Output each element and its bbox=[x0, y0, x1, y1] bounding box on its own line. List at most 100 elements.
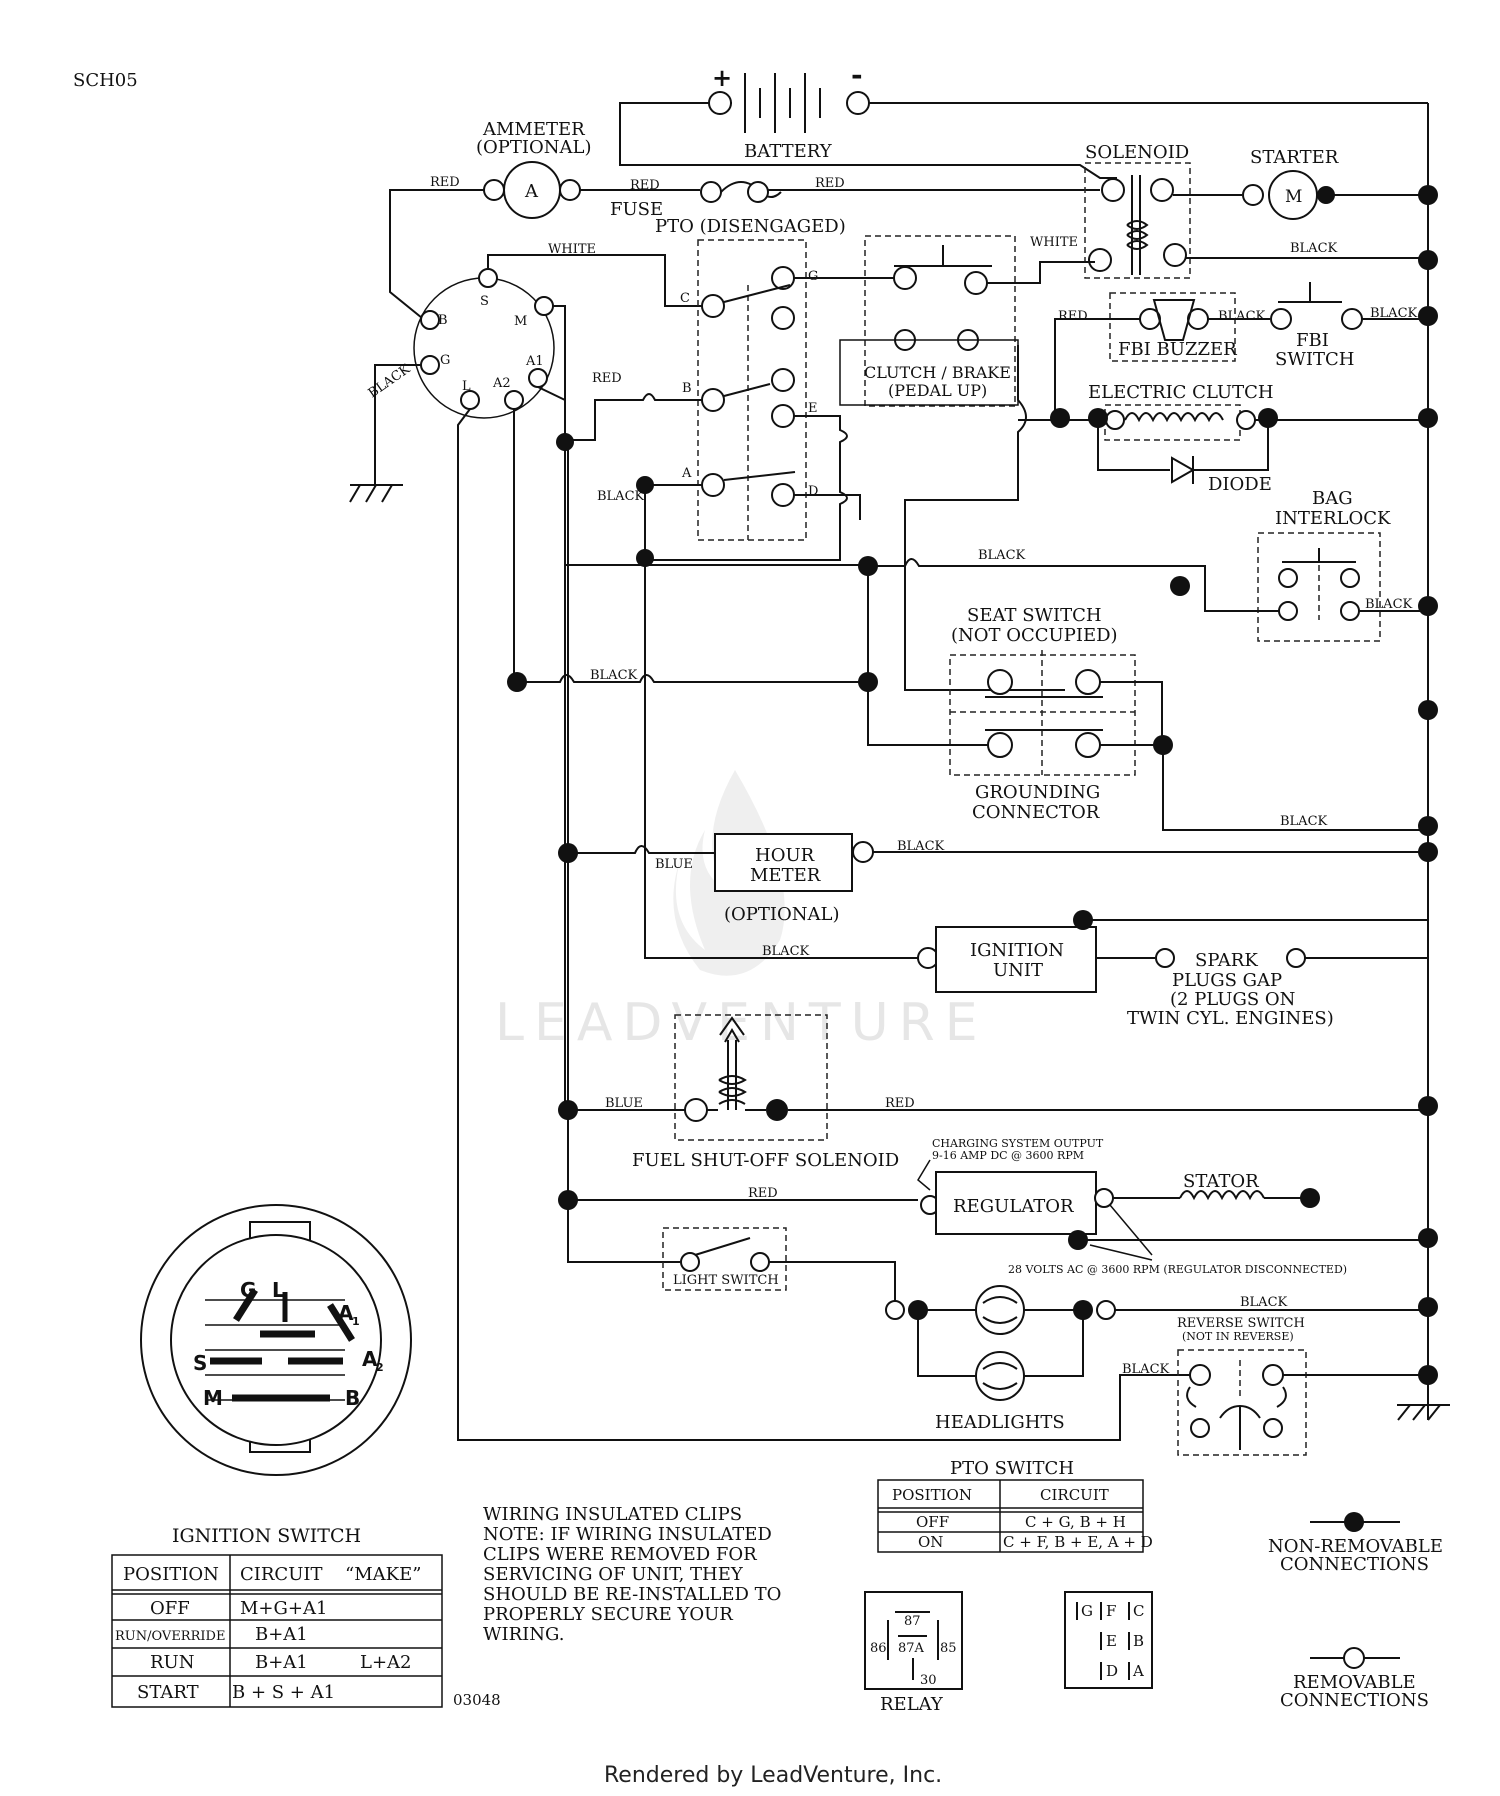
pto-table-title: PTO SWITCH bbox=[950, 1458, 1074, 1479]
legend-non-removable-2: CONNECTIONS bbox=[1280, 1554, 1429, 1575]
node-bag bbox=[1170, 576, 1190, 596]
ignition-unit-line1: IGNITION bbox=[970, 940, 1064, 961]
icon-s: S bbox=[193, 1351, 207, 1375]
ign-r3-circ: B + S + A1 bbox=[232, 1682, 335, 1703]
wire-black-sol: BLACK bbox=[1290, 241, 1338, 256]
ign-r2-pos: RUN bbox=[150, 1652, 194, 1673]
ignition-table-title: IGNITION SWITCH bbox=[172, 1525, 361, 1547]
note-line-0: WIRING INSULATED CLIPS bbox=[483, 1504, 742, 1525]
ign-r2-circ: B+A1 bbox=[255, 1652, 308, 1673]
node-seat-mid bbox=[858, 672, 878, 692]
ign-term-s: S bbox=[480, 294, 489, 309]
ign-r0-circ: M+G+A1 bbox=[240, 1598, 327, 1619]
legend: NON-REMOVABLE CONNECTIONS REMOVABLE CONN… bbox=[1268, 1512, 1443, 1711]
pto-term-d: D bbox=[808, 484, 818, 499]
ammeter-wire-left bbox=[389, 189, 484, 319]
pto-th-position: POSITION bbox=[892, 1486, 972, 1504]
ammeter: AMMETER (OPTIONAL) A bbox=[476, 119, 592, 219]
seat-ground-wire bbox=[1100, 744, 1428, 831]
wire-black-ign: BLACK bbox=[762, 944, 810, 959]
hour-meter-sub: (OPTIONAL) bbox=[724, 904, 840, 925]
ammeter-sub: (OPTIONAL) bbox=[476, 137, 592, 158]
note-line-4: SHOULD BE RE-INSTALLED TO bbox=[483, 1584, 781, 1605]
wire-blue-fuel: BLUE bbox=[605, 1096, 643, 1111]
clutch-brake-to-seat bbox=[904, 345, 1065, 691]
hour-meter-line1: HOUR bbox=[755, 845, 815, 866]
relay-pin-30: 30 bbox=[920, 1673, 937, 1688]
ignition-unit: IGNITION UNIT bbox=[917, 926, 1097, 993]
icon-a2-sub: 2 bbox=[376, 1361, 384, 1374]
fbi-switch-line1: FBI bbox=[1296, 330, 1329, 351]
light-switch-label: LIGHT SWITCH bbox=[673, 1273, 779, 1288]
pto-term-c: C bbox=[680, 291, 690, 306]
charging-note: CHARGING SYSTEM OUTPUT 9-16 AMP DC @ 360… bbox=[917, 1137, 1104, 1191]
ign-m-wire bbox=[553, 305, 566, 1109]
starter-symbol: M bbox=[1285, 187, 1302, 207]
wire-white-2: WHITE bbox=[1030, 235, 1078, 250]
charging-line2: 9-16 AMP DC @ 3600 RPM bbox=[932, 1149, 1084, 1162]
doc-id: SCH05 bbox=[73, 70, 138, 91]
ign-r3-pos: START bbox=[137, 1682, 199, 1703]
conn-pin-b: B bbox=[1133, 1632, 1144, 1650]
diode-label: DIODE bbox=[1208, 474, 1272, 495]
legend-non-removable-icon bbox=[1344, 1512, 1364, 1532]
ign-r1-pos: RUN/OVERRIDE bbox=[115, 1629, 225, 1644]
ignition-table: IGNITION SWITCH POSITION CIRCUIT “MAKE” … bbox=[111, 1525, 443, 1708]
hour-meter-line2: METER bbox=[750, 865, 821, 886]
icon-g: G bbox=[240, 1278, 256, 1302]
light-feed-wire bbox=[567, 1200, 680, 1263]
icon-a1: A bbox=[338, 1301, 354, 1325]
wire-red-b: RED bbox=[592, 371, 622, 386]
reverse-line2: (NOT IN REVERSE) bbox=[1182, 1330, 1294, 1343]
doc-code: 03048 bbox=[453, 1691, 501, 1709]
spark-line1: SPARK bbox=[1195, 950, 1258, 971]
wire-red-3: RED bbox=[815, 176, 845, 191]
relay-pin-87: 87 bbox=[904, 1614, 921, 1629]
light-out-wire bbox=[769, 1261, 896, 1310]
starter-label: STARTER bbox=[1250, 147, 1339, 168]
bag-interlock: BAG INTERLOCK bbox=[1257, 488, 1391, 642]
wire-red-reg: RED bbox=[748, 1186, 778, 1201]
pto-e-wire bbox=[644, 415, 848, 561]
bag-interlock-line2: INTERLOCK bbox=[1275, 508, 1391, 529]
electric-clutch-label: ELECTRIC CLUTCH bbox=[1088, 382, 1274, 403]
ground-symbol-right bbox=[1397, 1404, 1450, 1421]
headlights: HEADLIGHTS bbox=[885, 1285, 1116, 1433]
solenoid: SOLENOID bbox=[1084, 142, 1191, 279]
regulator: REGULATOR bbox=[920, 1171, 1114, 1250]
wire-black-seat: BLACK bbox=[1280, 814, 1328, 829]
electric-clutch: ELECTRIC CLUTCH bbox=[1088, 382, 1274, 441]
fuel-solenoid-label: FUEL SHUT-OFF SOLENOID bbox=[632, 1150, 899, 1171]
node-seat-feed bbox=[858, 556, 878, 576]
connector-pinout: G F C E B D A bbox=[1064, 1591, 1153, 1689]
note-line-3: SERVICING OF UNIT, THEY bbox=[483, 1564, 744, 1585]
note-line-1: NOTE: IF WIRING INSULATED bbox=[483, 1524, 772, 1545]
conn-pin-f: F bbox=[1106, 1602, 1116, 1620]
ignition-unit-feed bbox=[644, 558, 918, 959]
black-mid-wire bbox=[514, 674, 868, 683]
charging-line1: CHARGING SYSTEM OUTPUT bbox=[932, 1137, 1104, 1150]
solenoid-label: SOLENOID bbox=[1085, 142, 1189, 163]
reverse-switch: REVERSE SWITCH (NOT IN REVERSE) bbox=[1177, 1316, 1307, 1456]
pto-switch: PTO (DISENGAGED) G C B E A D bbox=[655, 216, 846, 541]
fuse: FUSE bbox=[610, 181, 782, 220]
pto-th-circuit: CIRCUIT bbox=[1040, 1486, 1109, 1504]
wire-blue-hour: BLUE bbox=[655, 857, 693, 872]
battery-plus-label: + bbox=[712, 63, 732, 92]
battery-positive-wire bbox=[619, 102, 1117, 179]
ground-symbol-left bbox=[349, 470, 403, 503]
legend-removable-2: CONNECTIONS bbox=[1280, 1690, 1429, 1711]
clutch-solenoid-wire bbox=[987, 261, 1095, 284]
relay-pin-86: 86 bbox=[870, 1641, 887, 1656]
ign-r0-pos: OFF bbox=[150, 1598, 190, 1619]
pto-r1-pos: ON bbox=[918, 1533, 943, 1551]
pto-b-wire bbox=[565, 393, 702, 441]
pto-term-e: E bbox=[808, 401, 818, 416]
hour-meter: HOUR METER (OPTIONAL) bbox=[714, 833, 874, 925]
wire-black-bag2: BLACK bbox=[1365, 597, 1413, 612]
ign-th-position: POSITION bbox=[123, 1564, 219, 1585]
ammeter-symbol: A bbox=[524, 181, 539, 202]
node-clutch-2 bbox=[1088, 408, 1108, 428]
conn-pin-g: G bbox=[1081, 1602, 1093, 1620]
legend-removable-icon bbox=[1343, 1647, 1365, 1669]
